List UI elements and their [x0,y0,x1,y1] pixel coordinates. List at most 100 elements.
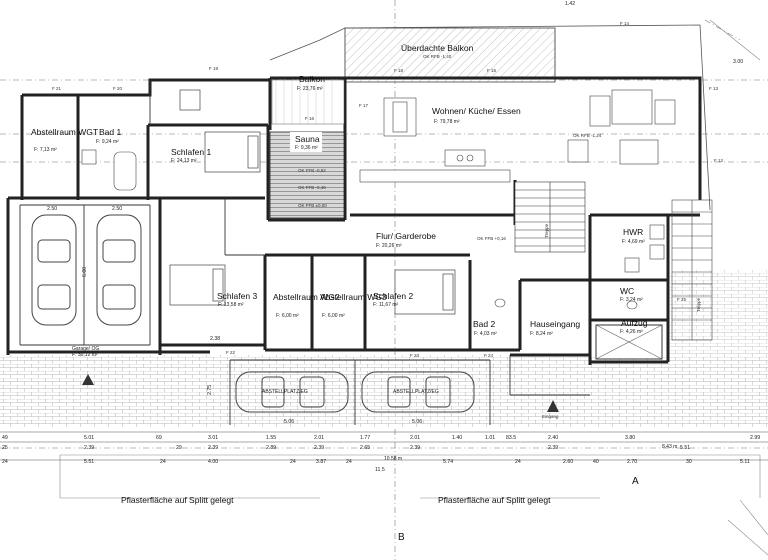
room-name-elevator: Aufzug [621,318,648,328]
f-tag: F 17 [359,103,369,108]
level-note-1: OK RFB -1,40 [423,54,452,59]
dim-label: 1.77 [360,435,370,441]
paving-area [0,355,768,427]
dimension-row-1: 49 5.01 69 3.01 1.55 2.01 1.77 2.01 1.40… [2,435,760,441]
level-note-4: OK FFB -0,46 [298,185,326,190]
dimension-misc: 2.50 2.50 6.00 2.75 2.38 5.06 5.06 [47,206,422,425]
dim-label: 29 [176,445,182,451]
room-name-living: Wohnen/ Küche/ Essen [432,106,521,116]
room-area-bath1: F: 9,24 m² [96,139,119,145]
dim-label: 2.89 [266,445,276,451]
room-name-balcony: Balkon [299,74,325,84]
dim-label: 2.40 [548,435,558,441]
thin-lines [19,80,590,425]
parking-label-2: ABSTELLPLATZ/EG [393,389,439,395]
room-area-bedroom3: F: 13,58 m² [218,302,244,308]
f-tag: F 20 [113,86,123,91]
level-note-3: OK FFB -0,92 [298,168,326,173]
f-tag: F 18 [394,68,404,73]
living-furniture [359,89,676,183]
f-tag: F 16 [305,116,315,121]
room-name-bath2: Bad 2 [473,319,495,329]
section-marker-b: B [398,532,405,543]
room-name-utility: HWR [623,227,643,237]
right-dimension: 3.00 [733,59,743,65]
beds [169,89,456,315]
paving-note-1: Pflasterfläche auf Splitt gelegt [121,495,234,505]
dim-label: 2.39 [314,445,324,451]
dim-label: 24 [346,459,352,465]
f-tag: F 21 [52,86,62,91]
dim-label: 2.99 [750,435,760,441]
dimension-row-2: 25 2.39 29 2.39 2.89 2.39 2.65 2.39 2.39… [2,445,690,451]
dim-label: 2.39 [84,445,94,451]
dim-label: 5.51 [84,459,94,465]
parking-car-2 [361,371,475,413]
balcony-deck-planks [275,80,333,124]
entrance-label: Eingang [542,414,559,419]
dim-label: 1.01 [485,435,495,441]
room-area-storage-wg2: F: 6,00 m² [276,313,299,319]
dim-label: 5.74 [443,459,453,465]
level-note-5: OK FFB ±0,00 [298,203,327,208]
stair-label-inner: Treppe [544,223,549,238]
room-name-bedroom2: Schlafen 2 [373,291,413,301]
dim-label: 2.38 [210,336,220,342]
sauna-label-box [290,132,322,152]
paving-note-2: Pflasterfläche auf Splitt gelegt [438,495,551,505]
interior-stair [514,181,586,253]
room-area-bedroom2: F: 11,67 m² [373,302,399,308]
dim-label: 11.5 [375,467,385,473]
dim-label: 2.39 [208,445,218,451]
dim-label: 5.06 [412,419,422,425]
dim-label: 2.50 [47,206,57,212]
room-name-storage-wg3: Abstellraum WG3 [320,292,387,302]
walls [6,76,702,365]
dim-label: 83.5 [506,435,516,441]
dim-label: 5.51 [680,445,690,451]
f-tag: F 19 [209,66,219,71]
room-name-sauna: Sauna [295,134,320,144]
dim-label: 30 [686,459,692,465]
room-name-bedroom1: Schlafen 1 [171,147,211,157]
f-tag: F 13 [709,86,719,91]
house-entry-marker [547,400,559,412]
f-tag: F 14 [620,21,630,26]
top-dimension: 1.42 [565,1,575,7]
dim-label: 2.01 [410,435,420,441]
room-area-bedroom1: F: 24,13 m² [171,158,197,164]
dim-label: 3.01 [208,435,218,441]
section-marker-a: A [632,476,639,487]
f-tag: F 23 [410,353,420,358]
property-lines [59,19,768,556]
room-area-living: F: 79,78 m² [434,119,460,125]
dim-label: 2.39 [548,445,558,451]
room-name-storage-wgt: Abstellraum WGT [31,127,98,137]
room-name-bedroom3: Schlafen 3 [217,291,257,301]
dim-label: 2.65 [360,445,370,451]
room-area-wc: F: 3,24 m² [620,297,643,303]
room-area-utility: F: 4,69 m² [622,239,645,245]
dim-label: 24 [2,459,8,465]
bath-fixtures [81,149,665,310]
dim-label: 6.00 [82,267,88,277]
dim-label: 49 [2,435,8,441]
dim-label: 3.87 [316,459,326,465]
room-area-garage: F: 30,12 m² [72,352,98,358]
garage-entry-marker [82,374,94,385]
dim-label: 3.80 [625,435,635,441]
parking-label-1: ABSTELLPLATZ/EG [262,389,308,395]
room-area-elevator: F: 4,26 m² [620,329,643,335]
garage-car-1 [31,214,77,326]
dim-label: 2.60 [563,459,573,465]
dim-label: 69 [156,435,162,441]
room-area-bath2: F: 4,03 m² [474,331,497,337]
room-area-entrance: F: 8,24 m² [530,331,553,337]
dimension-row-3: 24 5.51 24 4.00 24 3.87 24 11.5 5.74 24 … [2,459,750,473]
room-name-hallway: Flur/ Garderobe [376,231,436,241]
dim-label: 4.00 [208,459,218,465]
dim-label: 5.06 [284,419,294,425]
dim-label: 2.50 [112,206,122,212]
room-area-storage-wgt: F: 7,13 m² [34,147,57,153]
